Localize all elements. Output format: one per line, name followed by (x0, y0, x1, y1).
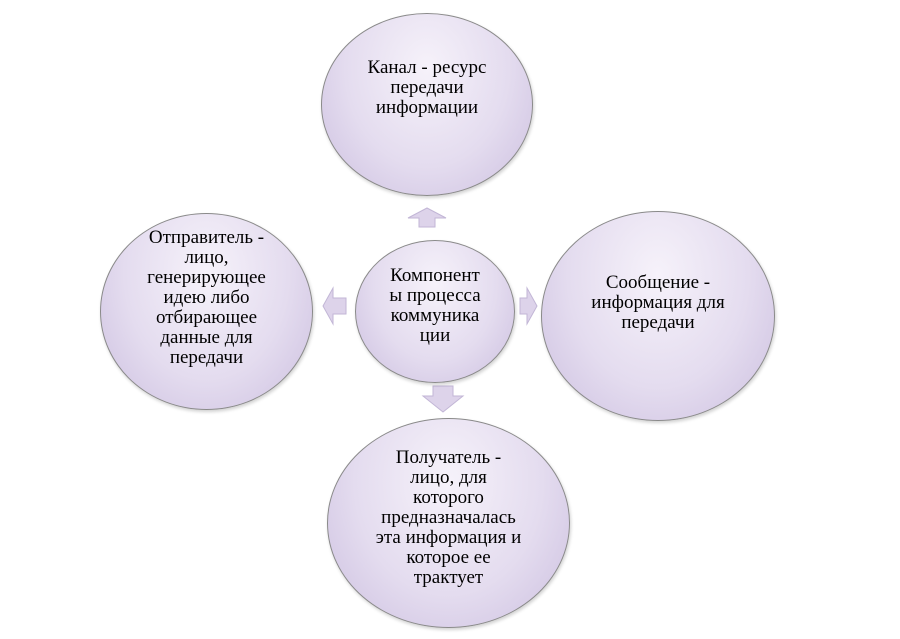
arrow-left (322, 286, 347, 326)
arrow-down (421, 385, 465, 413)
message-node: Сообщение - информация для передачи (541, 211, 775, 421)
center-node-label: Компонент ы процесса коммуника ции (389, 264, 481, 346)
channel-node: Канал - ресурс передачи информации (321, 13, 533, 196)
channel-node-label: Канал - ресурс передачи информации (367, 56, 487, 118)
message-node-label: Сообщение - информация для передачи (591, 272, 725, 333)
sender-node: Отправитель - лицо, генерирующее идею ли… (100, 213, 313, 410)
sender-node-label: Отправитель - лицо, генерирующее идею ли… (147, 226, 266, 368)
receiver-node: Получатель - лицо, для которого предназн… (327, 418, 570, 628)
center-node: Компонент ы процесса коммуника ции (355, 240, 515, 383)
arrow-up (407, 207, 447, 228)
receiver-node-label: Получатель - лицо, для которого предназн… (375, 447, 522, 588)
arrow-right (519, 286, 538, 326)
